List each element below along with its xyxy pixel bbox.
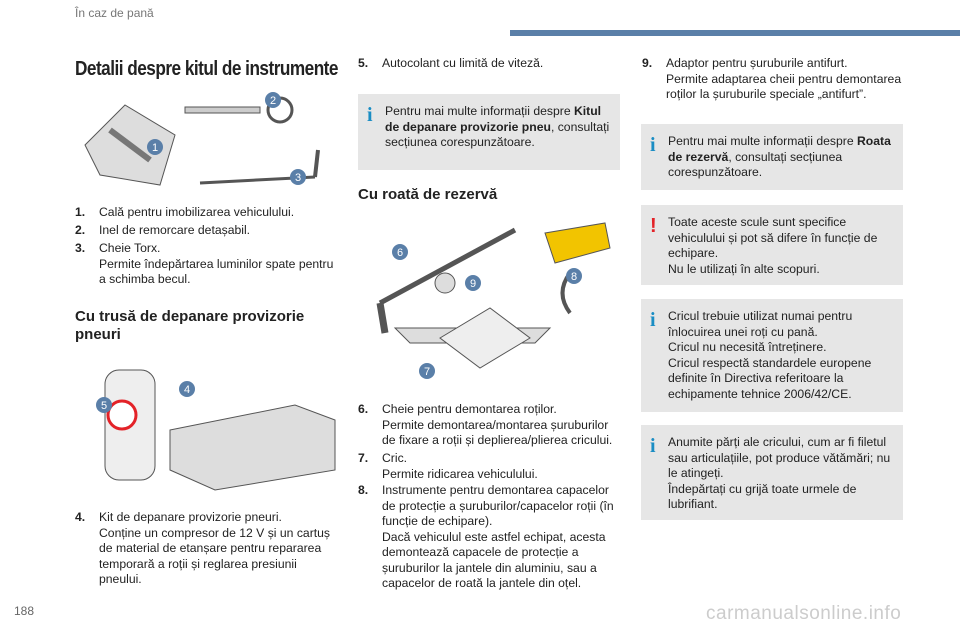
item-text: Cheie pentru demontarea roților. (382, 402, 557, 416)
list-item: 9. Adaptor pentru șuruburile antifurt.Per… (642, 56, 904, 103)
list-item: 3. Cheie Torx.Permite îndepărtarea lumini… (75, 241, 340, 288)
item-number: 3. (75, 241, 86, 255)
info-text: Pentru mai multe informații despre (668, 134, 857, 148)
item-detail: Permite adaptarea cheii pentru demontare… (666, 71, 902, 102)
section-title: În caz de pană (75, 6, 154, 20)
item-detail: Permite demontarea/montarea șuruburilor … (382, 417, 613, 448)
item-text: Autocolant cu limită de viteză. (382, 56, 544, 70)
heading-spare-wheel: Cu roată de rezervă (358, 186, 498, 203)
info-box: i Cricul trebuie utilizat numai pentru î… (641, 299, 903, 412)
info-bold: Kitul de depanare provizorie pneu (385, 104, 602, 134)
badge-1 (147, 139, 163, 155)
badge-label: 4 (184, 384, 190, 396)
badge-label: 5 (101, 400, 107, 412)
list-item: 8. Instrumente pentru demontarea capacelo… (358, 483, 620, 592)
list-item: 6. Cheie pentru demontarea roților.Permit… (358, 402, 620, 449)
info-text: , consultați secțiunea corespunzătoare. (385, 119, 610, 150)
badge-label: 9 (470, 278, 476, 290)
item-text: Kit de depanare provizorie pneuri. (99, 510, 282, 524)
badge-label: 8 (571, 271, 577, 283)
badge-label: 2 (270, 95, 276, 107)
list-item: 1. Cală pentru imobilizarea vehiculului. (75, 205, 340, 221)
list-item: 2. Inel de remorcare detașabil. (75, 223, 340, 239)
info-icon: i (650, 134, 656, 156)
item-text: Cală pentru imobilizarea vehiculului. (99, 205, 295, 219)
tyre-kit-illustration: 4 5 (96, 369, 336, 491)
info-icon: i (367, 104, 373, 126)
info-text: , consultați secțiunea corespunzătoare. (668, 149, 843, 180)
info-box: i Pentru mai multe informații despre Kit… (358, 94, 620, 170)
item-number: 2. (75, 223, 86, 237)
badge-label: 6 (397, 247, 403, 259)
list-item: 4. Kit de depanare provizorie pneuri.Conț… (75, 510, 340, 588)
page-number: 188 (14, 604, 35, 618)
badge-3 (290, 169, 306, 185)
info-text: Cricul trebuie utilizat numai pentru înl… (668, 309, 853, 339)
warning-box: ! Toate aceste scule sunt specifice vehi… (641, 205, 903, 285)
info-box: i Pentru mai multe informații despre Roa… (641, 124, 903, 190)
page-title: Detalii despre kitul de instrumente (75, 58, 338, 80)
header-bar (510, 30, 960, 36)
item-text: Cric. (382, 451, 408, 465)
item-text: Adaptor pentru șuruburile antifurt. (666, 56, 848, 70)
list-item: 5. Autocolant cu limită de viteză. (358, 56, 620, 72)
item-number: 4. (75, 510, 86, 524)
item-detail: Dacă vehiculul este astfel echipat, aces… (382, 529, 606, 591)
item-detail: Conține un compresor de 12 V și un cartu… (99, 525, 331, 587)
item-number: 8. (358, 483, 369, 497)
item-number: 9. (642, 56, 653, 70)
watermark: carmanualsonline.info (706, 603, 902, 624)
spare-wheel-tools-illustration: 6 7 8 9 (376, 222, 611, 379)
info-text: Cricul respectă standardele europene def… (668, 355, 872, 401)
badge-label: 7 (424, 366, 430, 378)
item-number: 6. (358, 402, 369, 416)
warning-text: Toate aceste scule sunt specifice vehicu… (668, 215, 878, 260)
info-box: i Anumite părți ale cricului, cum ar fi … (641, 425, 903, 520)
item-text: Inel de remorcare detașabil. (99, 223, 251, 237)
item-text: Instrumente pentru demontarea capacelor … (382, 483, 614, 528)
badge-label: 1 (152, 142, 158, 154)
item-detail: Permite îndepărtarea luminilor spate pen… (99, 256, 334, 287)
toolkit-illustration: 1 2 3 (84, 92, 320, 186)
heading-tyre-kit: Cu trusă de depanare provizorie pneuri (75, 308, 305, 343)
info-icon: i (650, 309, 656, 331)
info-text: Anumite părți ale cricului, cum ar fi fi… (668, 435, 891, 480)
list-item: 7. Cric.Permite ridicarea vehiculului. (358, 451, 620, 482)
item-number: 7. (358, 451, 369, 465)
warning-text: Nu le utilizați în alte scopuri. (668, 261, 820, 276)
item-number: 1. (75, 205, 86, 219)
badge-2 (265, 92, 281, 108)
info-icon: i (650, 435, 656, 457)
info-text: Îndepărtați cu grijă toate urmele de lub… (668, 481, 857, 512)
info-text: Cricul nu necesită întreținere. (668, 340, 827, 354)
badge-label: 3 (295, 172, 301, 184)
item-text: Cheie Torx. (99, 241, 161, 255)
warning-icon: ! (650, 215, 657, 237)
item-number: 5. (358, 56, 369, 70)
info-text: Pentru mai multe informații despre (385, 104, 574, 118)
item-detail: Permite ridicarea vehiculului. (382, 466, 538, 481)
info-bold: Roata de rezervă (668, 134, 891, 164)
